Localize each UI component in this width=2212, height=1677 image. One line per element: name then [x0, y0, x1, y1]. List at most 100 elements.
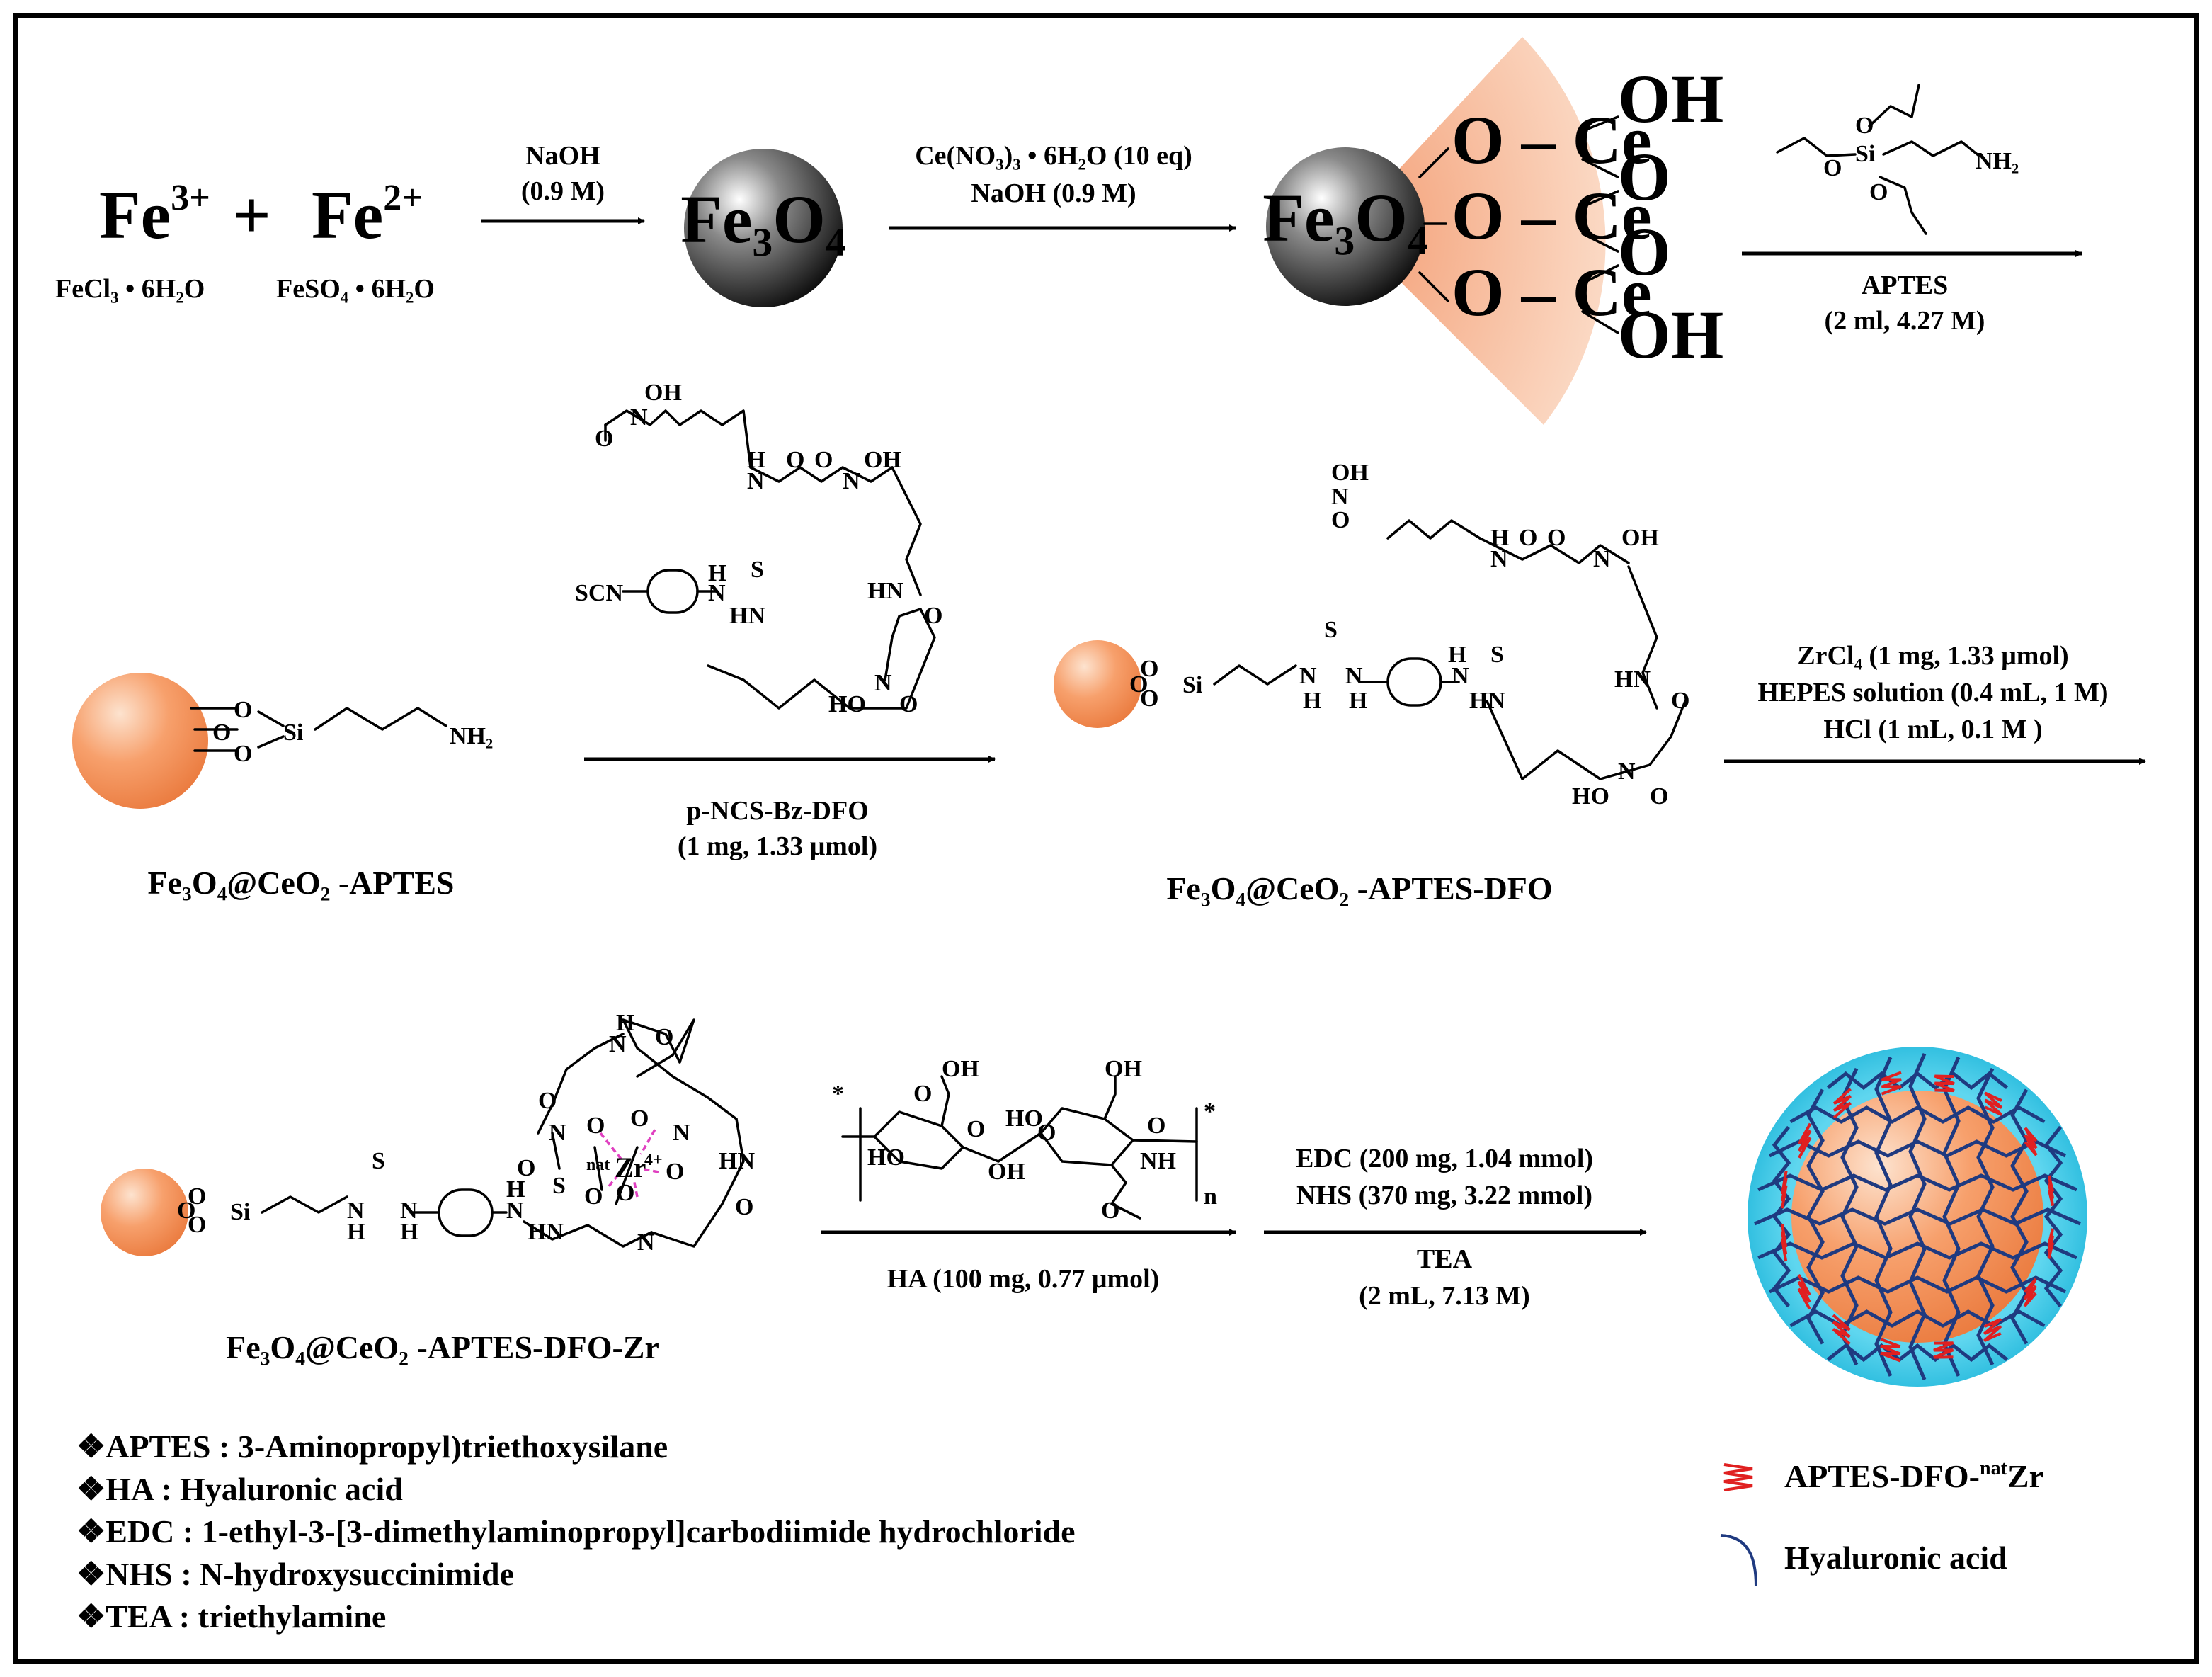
linker-mark: [1832, 1314, 1851, 1346]
p3-n-2: N: [400, 1198, 418, 1224]
arrow-step6: HA (100 mg, 0.77 μmol): [821, 1229, 1236, 1294]
p3-o-left: O: [538, 1088, 557, 1114]
linker-mark: [1983, 1317, 2002, 1343]
ha-chain: [1757, 1241, 2077, 1260]
aptes-particle: O O O Si NH₂ Fe₃O₄@CeO₂ -APTES: [72, 673, 493, 901]
p3-h-3: H: [506, 1176, 525, 1203]
arrow-step1: NaOH (0.9 M): [481, 141, 645, 224]
linker-mark: [2047, 1175, 2055, 1206]
dfo-h-amide: H: [747, 447, 765, 473]
ha-ho-mid: HO: [1005, 1105, 1043, 1132]
arrow-step4-sub: (1 mg, 1.33 μmol): [678, 831, 877, 861]
ceria-shell-wedge: [1345, 37, 1606, 425]
fe3-ion: Fe3+: [99, 177, 210, 253]
o-ce-1: O – Ce: [1452, 102, 1652, 178]
note-edc: ❖EDC : 1-ethyl-3-[3-dimethylaminopropyl]…: [76, 1513, 1076, 1550]
p3-o-1: O: [188, 1183, 206, 1210]
aptes-o-bottom: O: [1869, 179, 1888, 205]
p2-o-carbonyl-2: O: [1547, 525, 1566, 551]
particle-o-1: O: [234, 697, 252, 723]
ha-coated-nanoparticle: [1748, 1047, 2087, 1387]
linker-mark: [1780, 1224, 1788, 1262]
ha-o-carbonyl: O: [913, 1081, 932, 1107]
p3-h-2: H: [400, 1219, 418, 1245]
ha-star-right: *: [1204, 1098, 1216, 1125]
arrow-step4-label: p-NCS-Bz-DFO: [686, 796, 869, 826]
fecl3-label: FeCl₃ • 6H₂O: [55, 274, 205, 304]
ha-chain: [2010, 1088, 2029, 1345]
zr-nat-label: nat: [586, 1156, 610, 1174]
p3-o-2: O: [177, 1198, 195, 1224]
p3-o-zr-3: O: [666, 1159, 684, 1185]
particle-o-2: O: [212, 720, 231, 746]
dfo-hn-thiourea: HN: [729, 603, 765, 629]
arrow-step7-line2: NHS (370 mg, 3.22 mmol): [1296, 1181, 1592, 1210]
o-ce-3: O – Ce: [1452, 254, 1652, 330]
dfo-o-carbonyl-1: O: [786, 447, 804, 473]
ha-chain: [1768, 1275, 2067, 1294]
aptes-structure: O Si O O NH₂: [1776, 84, 2019, 235]
linker-mark: [1934, 1074, 1955, 1093]
ha-o-acetyl: O: [1101, 1198, 1119, 1224]
feso4-label: FeSO₄ • 6H₂O: [276, 274, 435, 304]
p3-s-1: S: [372, 1148, 385, 1174]
p2-n-top: N: [1331, 484, 1349, 510]
note-nhs: ❖NHS : N-hydroxysuccinimide: [76, 1556, 514, 1592]
p2-n-hydroxamate: N: [1593, 546, 1611, 572]
aptes-o-left: O: [1823, 155, 1842, 181]
p2-h-amide: H: [1490, 525, 1509, 551]
p2-s-thiourea-2: S: [1490, 642, 1504, 668]
ha-chain: [1806, 1088, 1825, 1345]
particle-nh2: NH₂: [450, 723, 493, 749]
p3-n-bottom: N: [637, 1229, 655, 1256]
legend-linker-label: APTES-DFO-natZr: [1784, 1457, 2043, 1494]
p2-n-amide: N: [1490, 546, 1508, 572]
arrow-step2: Ce(NO₃)₃ • 6H₂O (10 eq) NaOH (0.9 M): [889, 141, 1236, 232]
outer-frame: [13, 13, 2199, 1664]
ha-chain: [1976, 1067, 1995, 1366]
plus-sign: +: [232, 177, 271, 253]
p3-n-top: N: [609, 1031, 627, 1057]
linker-mark: [1797, 1273, 1811, 1310]
arrow-step6-label: HA (100 mg, 0.77 μmol): [887, 1264, 1160, 1294]
p3-o-right: O: [735, 1194, 753, 1220]
arrow-step1-top: NaOH: [525, 141, 600, 171]
bridge-o-1: O: [1618, 139, 1671, 215]
aptes-dfo-zr-linkers: [1780, 1071, 2055, 1363]
dfo-ho-bottom: HO: [828, 691, 866, 717]
note-aptes: ❖APTES : 3-Aminopropyl)triethoxysilane: [76, 1428, 668, 1465]
p2-ho-bottom: HO: [1572, 783, 1609, 809]
note-tea: ❖TEA : triethylamine: [76, 1598, 386, 1635]
arrow-step4: p-NCS-Bz-DFO (1 mg, 1.33 μmol): [584, 756, 996, 861]
p3-hn: HN: [528, 1219, 564, 1245]
ha-chain: [1942, 1057, 1961, 1377]
p3-o-3: O: [188, 1212, 206, 1238]
p2-o-2: O: [1129, 671, 1148, 698]
linker-mark: [1832, 1088, 1852, 1119]
p2-o-top: O: [1331, 507, 1350, 533]
fe2-ion: Fe2+: [312, 177, 423, 253]
p3-o-top: O: [655, 1024, 673, 1050]
p2-oh-top: OH: [1331, 460, 1369, 486]
zr-charge: 4+: [644, 1151, 663, 1169]
p2-o-right: O: [1671, 688, 1689, 714]
p2-h-thiourea-1: H: [1303, 688, 1321, 714]
ha-chain: [2043, 1125, 2063, 1308]
linker-mark: [2047, 1228, 2054, 1259]
p3-o-left2: O: [517, 1155, 535, 1181]
aptes-si: Si: [1855, 141, 1875, 167]
fe3o4-core-1: Fe₃O₄: [680, 149, 846, 307]
arrow-step7-line1: EDC (200 mg, 1.04 mmol): [1296, 1144, 1593, 1173]
ha-ho-left: HO: [867, 1144, 905, 1171]
dfo-h-thiourea: H: [708, 560, 726, 586]
ha-n-subscript: n: [1204, 1183, 1217, 1210]
aptes-dfo-particle: O O O Si OH N O H N O O N OH HN O N HO O…: [1054, 460, 1689, 906]
reactants-fe: Fe3+ + Fe2+ FeCl₃ • 6H₂O FeSO₄ • 6H₂O: [55, 177, 435, 304]
ha-nh: NH: [1140, 1148, 1176, 1174]
dfo-scn: SCN: [575, 580, 623, 606]
zr-coordination-bonds: [599, 1129, 659, 1198]
arrow-step2-bottom: NaOH (0.9 M): [971, 178, 1136, 208]
ha-chain: [1789, 1105, 2046, 1124]
bridge-o-2: O: [1618, 214, 1671, 290]
